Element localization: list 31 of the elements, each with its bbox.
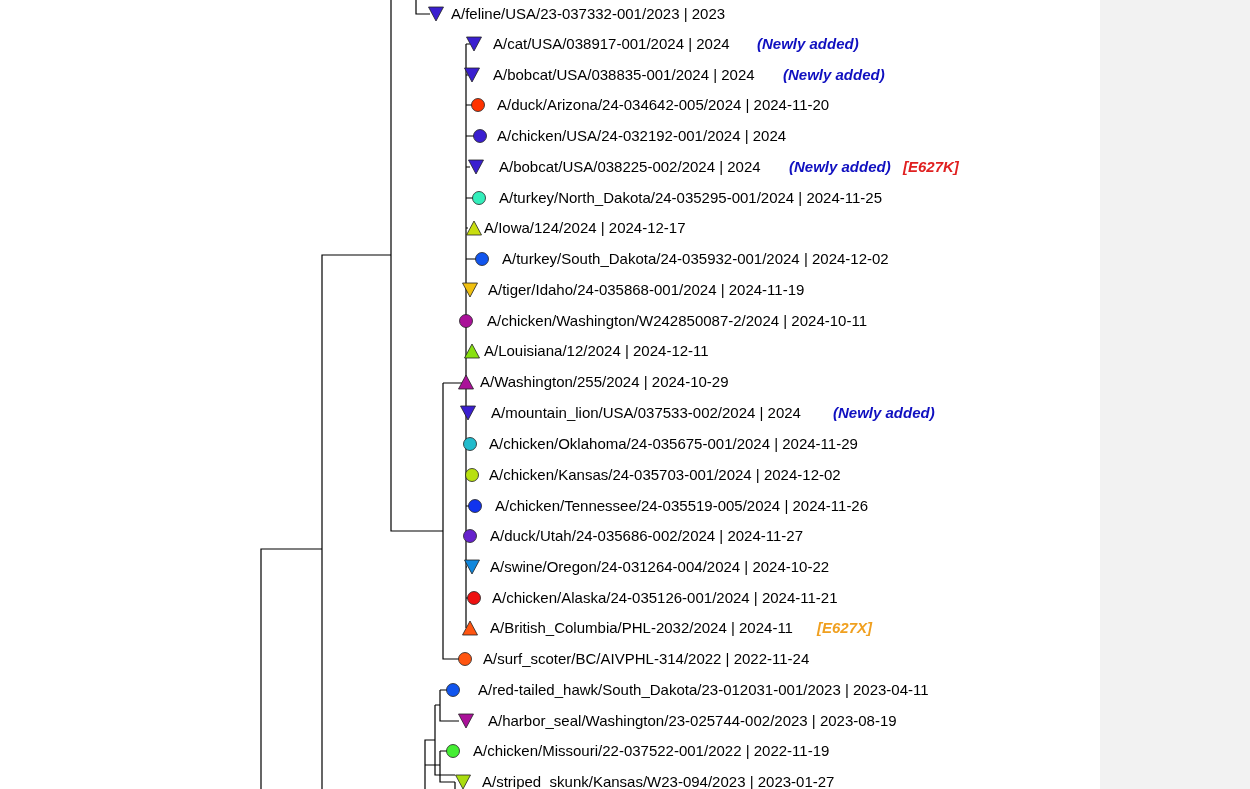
strain-label: A/cat/USA/038917-001/2024 | 2024 (493, 34, 730, 54)
strain-label: A/swine/Oregon/24-031264-004/2024 | 2024-10-22 (490, 557, 830, 577)
strain-label: A/chicken/USA/24-032192-001/2024 | 2024 (497, 126, 787, 146)
strain-label: A/surf_scoter/BC/AIVPHL-314/2022 | 2022-11-24 (483, 649, 810, 669)
strain-label: A/British_Columbia/PHL-2032/2024 | 2024-11 (490, 618, 793, 638)
strain-label: A/red-tailed_hawk/South_Dakota/23-012031-001/2023 | 2023-04-11 (478, 680, 929, 700)
strain-label: A/turkey/North_Dakota/24-035295-001/2024 | 2024-11-25 (499, 188, 883, 208)
strain-label: A/tiger/Idaho/24-035868-001/2024 | 2024-11-19 (488, 280, 805, 300)
annotation-label: (Newly added) (783, 65, 885, 85)
annotation-label: (Newly added) (757, 34, 859, 54)
strain-label: A/duck/Utah/24-035686-002/2024 | 2024-11-27 (490, 526, 803, 546)
strain-label: A/chicken/Kansas/24-035703-001/2024 | 2024-12-02 (489, 465, 841, 485)
strain-label: A/Louisiana/12/2024 | 2024-12-11 (484, 341, 709, 361)
strain-label: A/feline/USA/23-037332-001/2023 | 2023 (451, 4, 726, 24)
strain-label: A/turkey/South_Dakota/24-035932-001/2024 | 2024-12-02 (502, 249, 889, 269)
strain-label: A/chicken/Tennessee/24-035519-005/2024 | 2024-11-26 (495, 496, 869, 516)
strain-label: A/chicken/Missouri/22-037522-001/2022 | 2022-11-19 (473, 741, 830, 761)
strain-label: A/mountain_lion/USA/037533-002/2024 | 2024 (491, 403, 801, 423)
strain-label: A/chicken/Oklahoma/24-035675-001/2024 | 2024-11-29 (489, 434, 858, 454)
strain-label: A/Washington/255/2024 | 2024-10-29 (480, 372, 729, 392)
annotation-label: [E627K] (903, 157, 959, 177)
strain-label: A/chicken/Washington/W242850087-2/2024 | 2024-10-11 (487, 311, 867, 331)
annotation-label: (Newly added) (833, 403, 935, 423)
strain-label: A/bobcat/USA/038225-002/2024 | 2024 (499, 157, 761, 177)
annotation-label: [E627X] (817, 618, 873, 638)
strain-label: A/chicken/Alaska/24-035126-001/2024 | 2024-11-21 (492, 588, 838, 608)
strain-label: A/harbor_seal/Washington/23-025744-002/2023 | 2023-08-19 (488, 711, 897, 731)
annotation-label: (Newly added) (789, 157, 891, 177)
strain-label: A/bobcat/USA/038835-001/2024 | 2024 (493, 65, 755, 85)
strain-label: A/duck/Arizona/24-034642-005/2024 | 2024-11-20 (497, 95, 830, 115)
strain-label: A/Iowa/124/2024 | 2024-12-17 (484, 218, 686, 238)
